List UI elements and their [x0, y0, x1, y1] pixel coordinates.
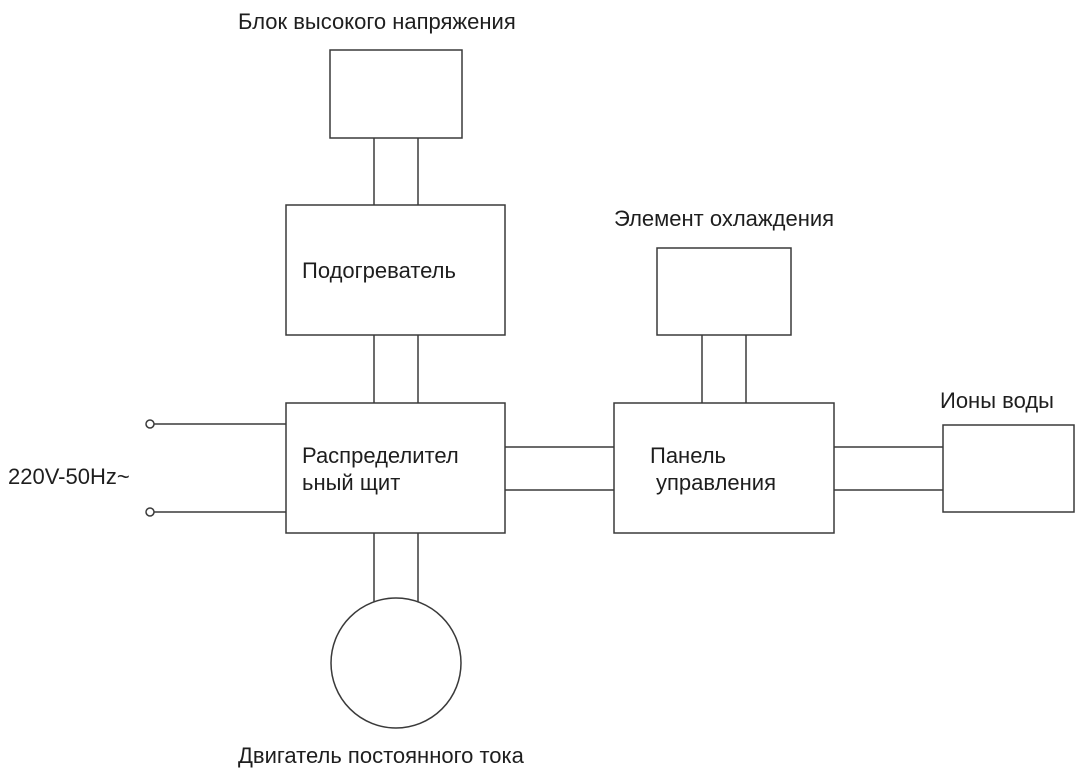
distribution-board-label-line2: ьный щит: [302, 470, 400, 495]
cooling-element-box: [656, 247, 792, 336]
water-ions-label: Ионы воды: [940, 388, 1054, 413]
control-panel-label-line1: Панель: [650, 443, 726, 468]
hv-block-box: [329, 49, 463, 139]
supply-terminal-top-icon: [145, 419, 155, 429]
supply-voltage-label: 220V-50Hz~: [8, 464, 130, 489]
heater-box: [285, 204, 506, 336]
distribution-board-box: [285, 402, 506, 534]
cooling-element-label: Элемент охлаждения: [614, 206, 834, 231]
dc-motor-label: Двигатель постоянного тока: [238, 743, 525, 768]
heater-label: Подогреватель: [302, 258, 456, 283]
control-panel-box: [613, 402, 835, 534]
control-panel-label-line2: управления: [656, 470, 776, 495]
distribution-board-label-line1: Распределител: [302, 443, 459, 468]
hv-block-label: Блок высокого напряжения: [238, 9, 516, 34]
supply-terminal-bottom-icon: [145, 507, 155, 517]
water-ions-box: [942, 424, 1075, 513]
dc-motor-circle: [330, 597, 462, 729]
